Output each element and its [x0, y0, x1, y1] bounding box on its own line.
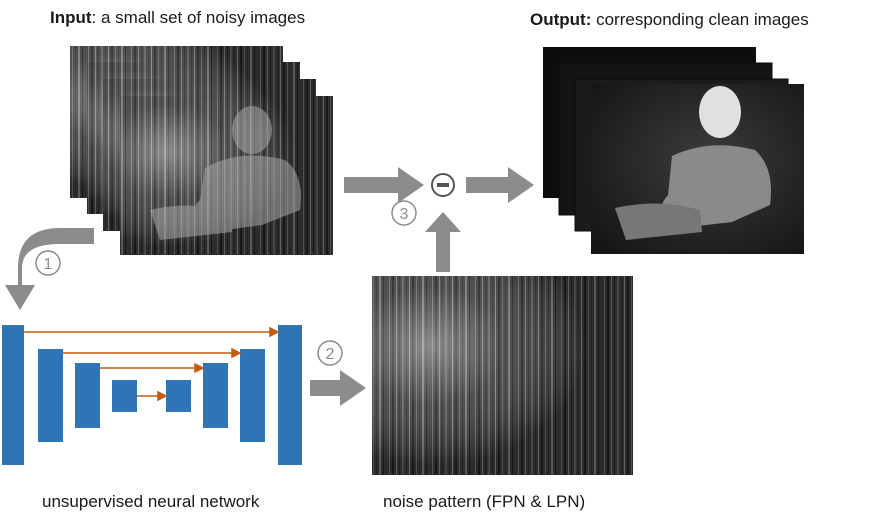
noise-caption: noise pattern (FPN & LPN) [383, 492, 586, 511]
step-2-circle [317, 340, 343, 366]
bottleneck-block-1 [112, 380, 137, 412]
unet-network [2, 325, 302, 465]
output-caption-rest: corresponding clean images [591, 10, 809, 29]
step-1-circle [35, 250, 61, 276]
arrow-to-output [466, 167, 534, 203]
step-1-number: 1 [44, 256, 53, 273]
clean-output-stack [543, 47, 804, 254]
step-3-circle [391, 200, 417, 226]
dec-block-1 [278, 325, 302, 465]
clean-person [615, 86, 771, 240]
enc-block-2 [38, 349, 63, 442]
arrow-3 [344, 167, 424, 203]
input-caption: Input: a small set of noisy images [50, 8, 305, 28]
arrow-up [425, 212, 461, 272]
noisy-input-stack [70, 46, 333, 255]
dec-block-3 [203, 363, 228, 428]
network-caption: unsupervised neural network [42, 492, 260, 511]
skip-connections [24, 326, 280, 402]
step-2-number: 2 [326, 346, 335, 363]
bottleneck-block-2 [166, 380, 191, 412]
input-caption-bold: Input [50, 8, 92, 27]
output-caption-bold: Output: [530, 10, 592, 29]
output-caption: Output: corresponding clean images [530, 10, 809, 30]
dec-block-2 [240, 349, 265, 442]
input-caption-rest: : a small set of noisy images [91, 8, 306, 27]
arrow-2 [310, 370, 366, 406]
arrow-1 [5, 228, 94, 310]
enc-block-3 [75, 363, 100, 428]
enc-block-1 [2, 325, 24, 465]
step-3-number: 3 [400, 206, 409, 223]
noisy-person [150, 106, 301, 240]
noise-pattern-image [372, 276, 633, 475]
minus-sign [437, 183, 449, 187]
